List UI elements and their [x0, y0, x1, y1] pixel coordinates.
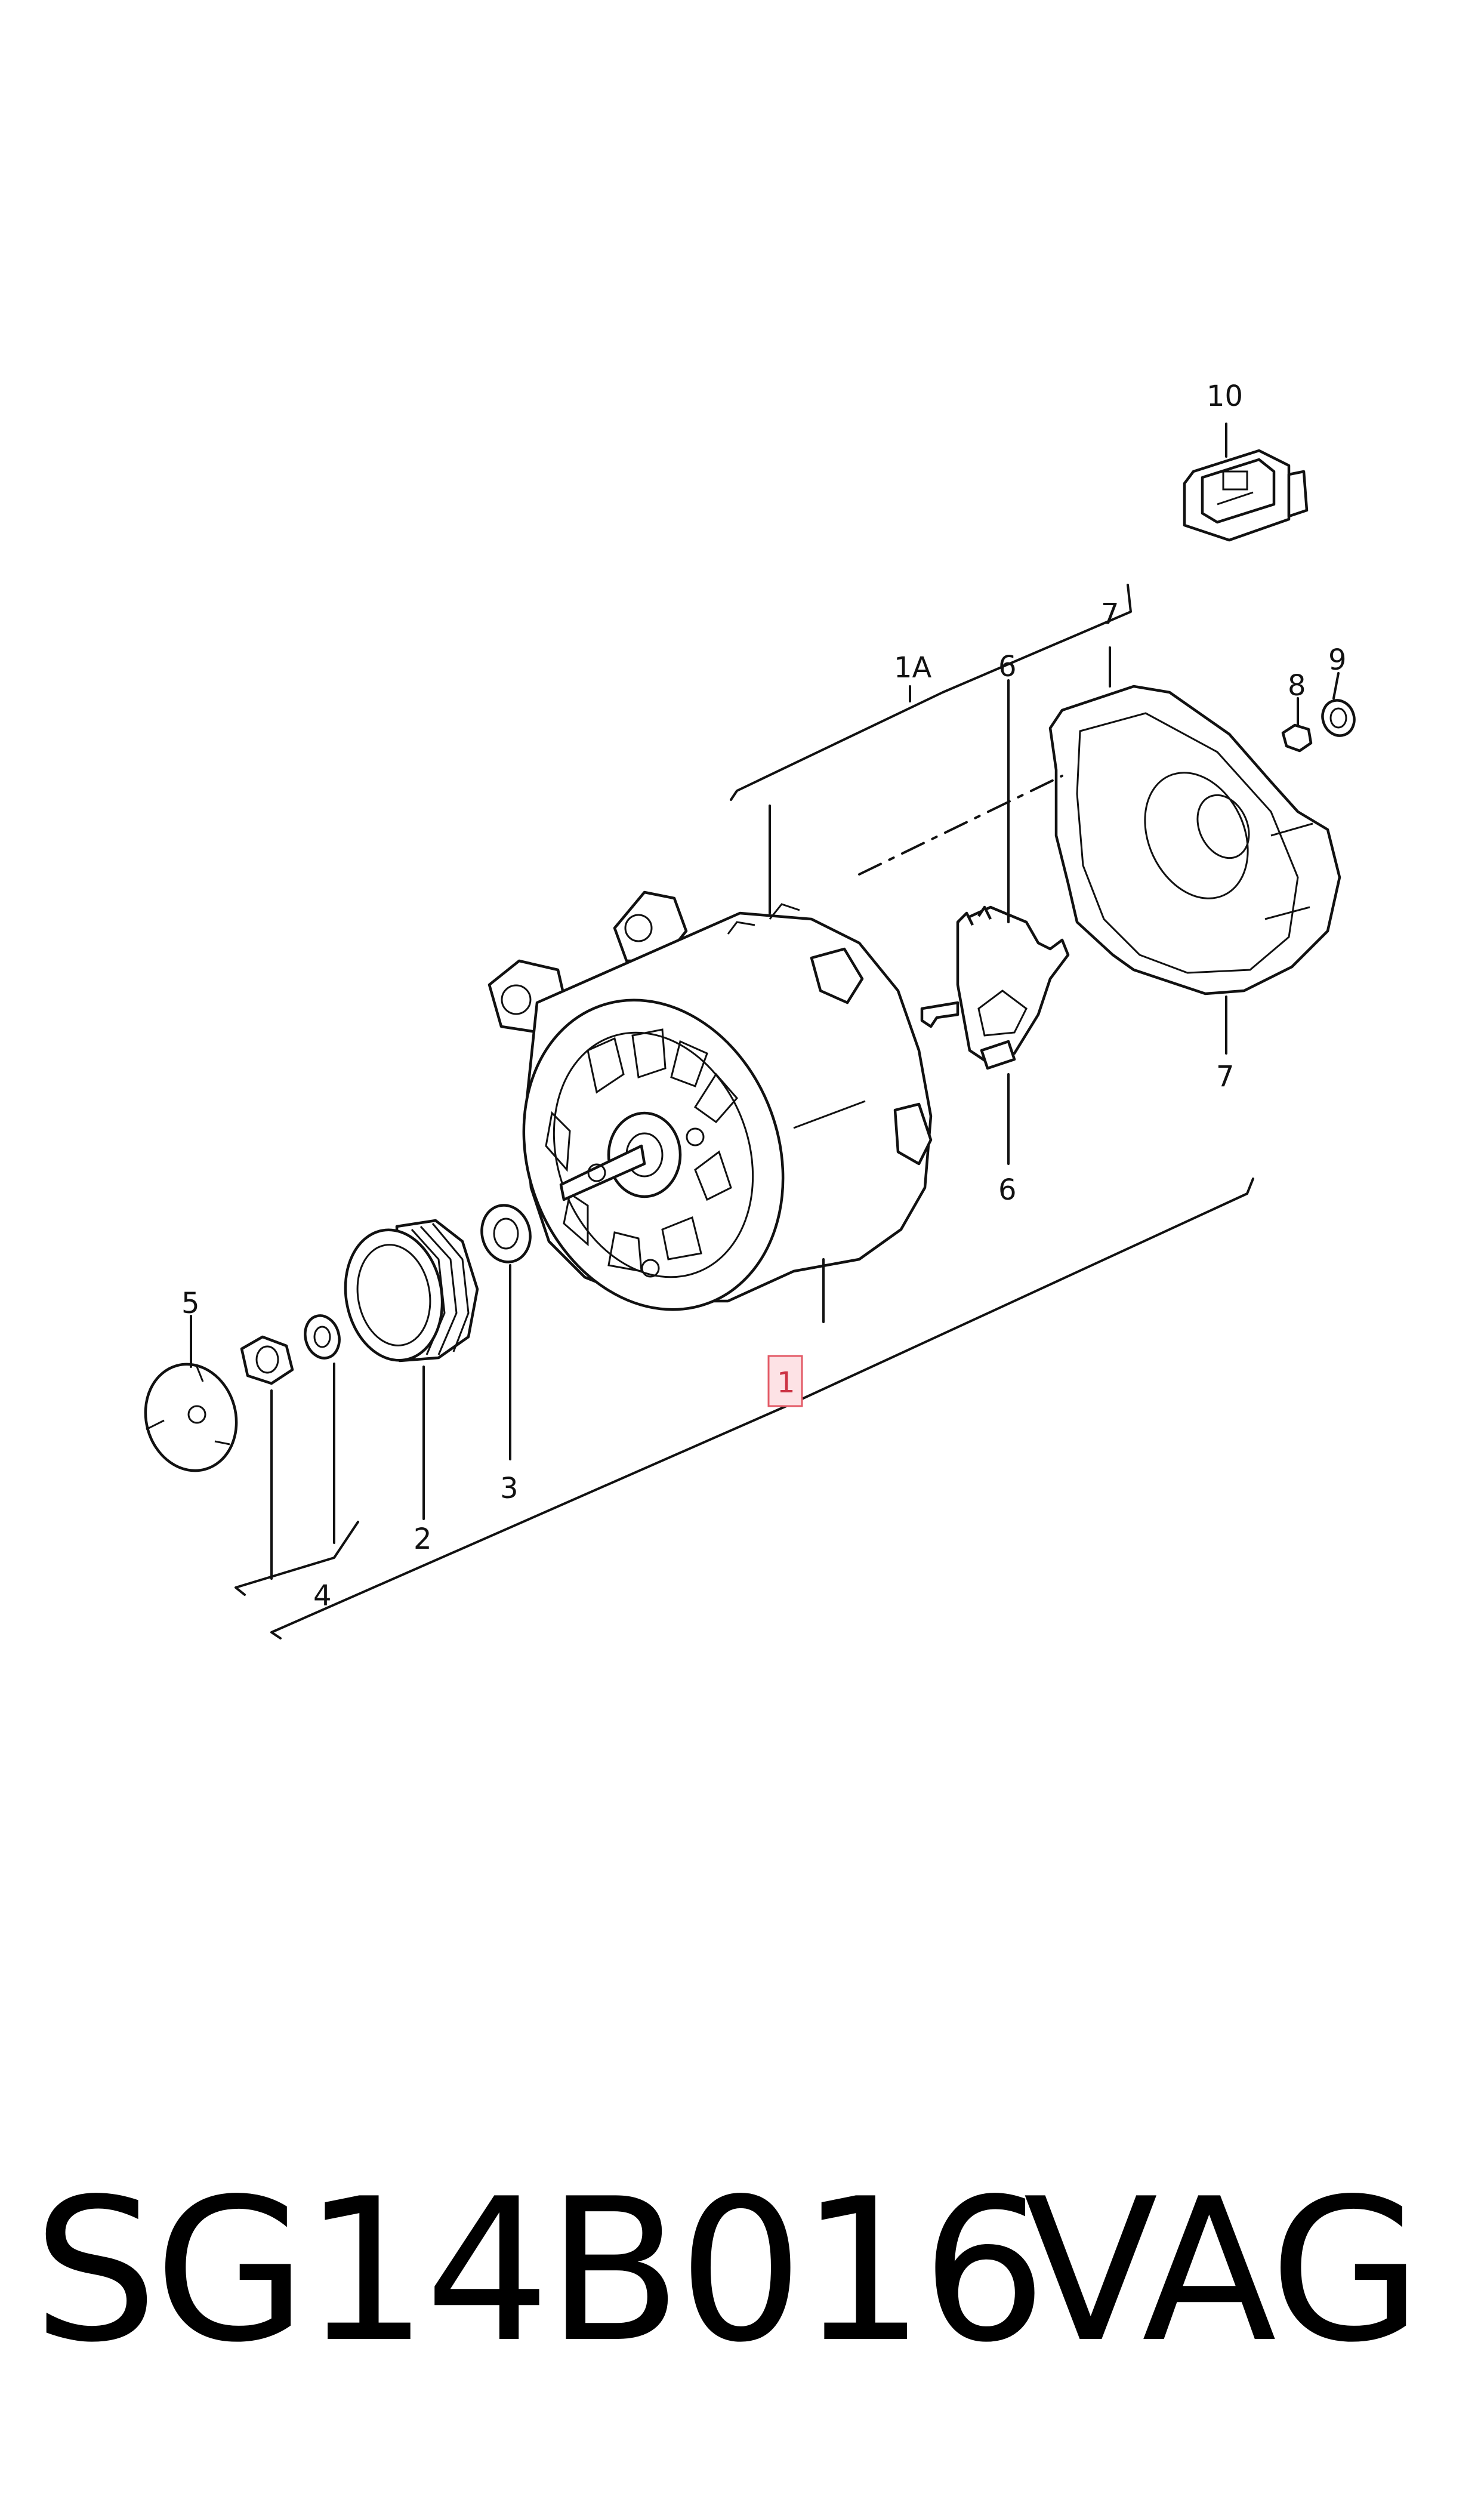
callout-1: 1 [777, 1366, 795, 1400]
caption: SG14B016 VAG [33, 2172, 1453, 2369]
voltage-regulator-part [920, 905, 1070, 1070]
nut-washer-part [240, 1314, 341, 1385]
callout-1a: 1A [894, 651, 932, 685]
callout-labels: 1 1A 2 3 4 5 6 6 7 7 8 9 10 [181, 380, 1347, 1613]
callout-7-bottom: 7 [1216, 1060, 1235, 1093]
callout-5: 5 [181, 1287, 200, 1320]
spacer-washer-part [480, 1204, 532, 1263]
callout-1-highlight [767, 1355, 803, 1407]
callout-9: 9 [1328, 643, 1347, 677]
callout-6-top: 6 [998, 650, 1017, 683]
pulley-part [344, 1219, 479, 1363]
connector-plug-part [1183, 449, 1309, 542]
callout-8: 8 [1288, 669, 1306, 702]
callout-10: 10 [1207, 380, 1243, 413]
part-number-text: SG14B016 [33, 2156, 1047, 2385]
callout-6-bottom: 6 [998, 1173, 1017, 1207]
pulley-cap-part [144, 1363, 238, 1472]
callout-3: 3 [500, 1472, 519, 1505]
callout-7-top: 7 [1101, 597, 1119, 631]
rear-cover-part [1048, 685, 1341, 995]
nut-9-part [1321, 699, 1356, 737]
callout-4: 4 [313, 1579, 332, 1613]
callout-2: 2 [414, 1522, 432, 1556]
brand-text: VAG [1023, 2156, 1422, 2385]
nut-8-part [1281, 723, 1313, 753]
alternator-body-part [488, 890, 933, 1311]
